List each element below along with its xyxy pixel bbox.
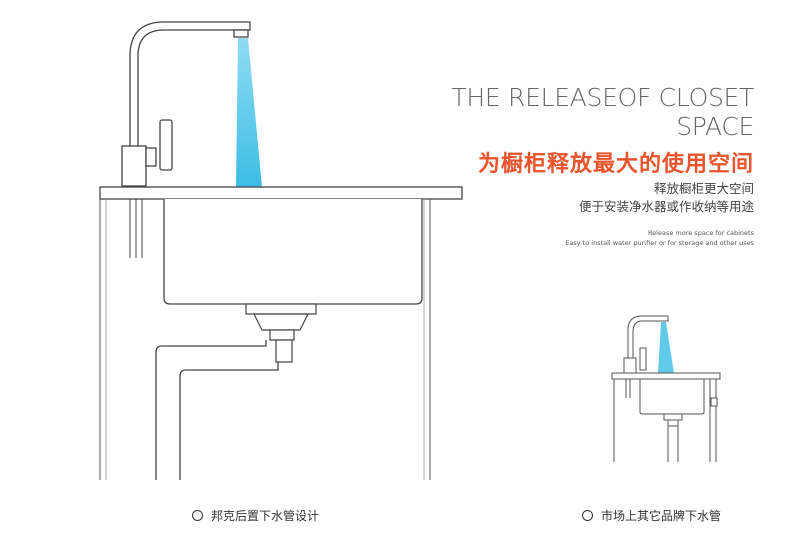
rear-drain-pipe: [155, 340, 279, 480]
headline-line-1: THE RELEASEOF CLOSET: [451, 83, 754, 112]
caption-left: 邦克后置下水管设计: [192, 507, 319, 524]
english-subtitle-line-2: Easy to install water purifier or for st…: [565, 239, 754, 247]
chinese-title: 为橱柜释放最大的使用空间: [477, 152, 754, 177]
caption-right: 市场上其它品牌下水管: [582, 507, 721, 524]
drain-icon: [245, 303, 317, 363]
caption-right-text: 市场上其它品牌下水管: [601, 509, 722, 523]
sink-basin: [163, 199, 423, 305]
circle-icon: [192, 510, 203, 521]
competitor-sink-illustration: [611, 315, 721, 462]
chinese-subtitle-line-2: 便于安装净水器或作收纳等用途: [578, 199, 754, 214]
countertop: [99, 186, 463, 200]
headline-line-2: SPACE: [676, 112, 754, 141]
water-stream: [236, 38, 262, 187]
english-subtitle-line-1: Release more space for cabinets: [647, 229, 754, 237]
chinese-subtitle-line-1: 释放橱柜更大空间: [653, 181, 754, 196]
faucet-icon: [121, 21, 251, 187]
circle-icon: [582, 510, 593, 521]
caption-left-text: 邦克后置下水管设计: [211, 509, 320, 523]
